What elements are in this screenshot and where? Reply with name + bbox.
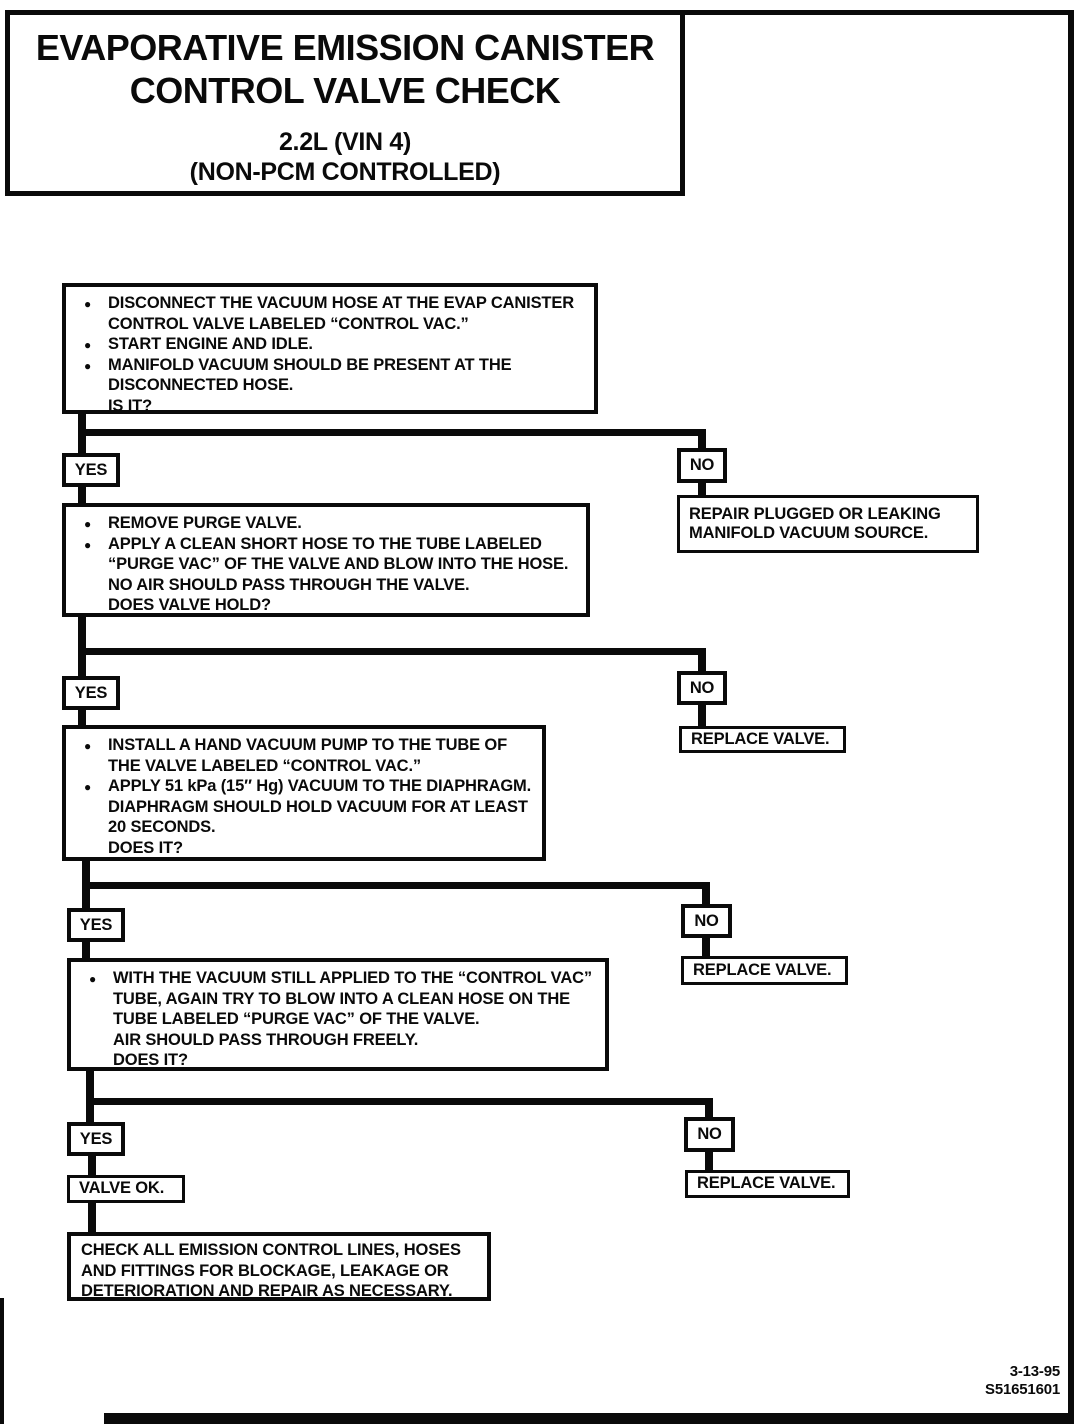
step1-box: DISCONNECT THE VACUUM HOSE AT THE EVAP C… — [62, 283, 598, 417]
step4-box: WITH THE VACUUM STILL APPLIED TO THE “CO… — [67, 958, 609, 1071]
no4-box: NO — [684, 1117, 735, 1152]
list-item: DISCONNECT THE VACUUM HOSE AT THE EVAP C… — [82, 293, 588, 334]
list-item: MANIFOLD VACUUM SHOULD BE PRESENT AT THE… — [82, 355, 588, 417]
connector-3-horizontal — [82, 882, 710, 889]
bullet-icon — [82, 293, 108, 334]
step1-bullet-3: MANIFOLD VACUUM SHOULD BE PRESENT AT THE… — [108, 355, 512, 415]
document-reference: 3-13-95 S51651601 — [985, 1363, 1060, 1398]
yes2-box: YES — [62, 676, 120, 710]
page-border-left — [0, 1298, 4, 1424]
list-item: REMOVE PURGE VALVE. — [82, 513, 580, 534]
replace-valve-box-2: REPLACE VALVE. — [681, 956, 848, 985]
connector-2-horizontal — [78, 648, 706, 655]
list-item: START ENGINE AND IDLE. — [82, 334, 588, 355]
list-item: WITH THE VACUUM STILL APPLIED TO THE “CO… — [87, 968, 599, 1071]
step3-box: INSTALL A HAND VACUUM PUMP TO THE TUBE O… — [62, 725, 546, 861]
step4-bullet-1: WITH THE VACUUM STILL APPLIED TO THE “CO… — [113, 969, 592, 1069]
bullet-icon — [82, 534, 108, 616]
valve-ok-box: VALVE OK. — [67, 1175, 185, 1203]
bullet-icon — [87, 968, 113, 1071]
list-item: APPLY 51 kPa (15″ Hg) VACUUM TO THE DIAP… — [82, 776, 536, 858]
list-item: INSTALL A HAND VACUUM PUMP TO THE TUBE O… — [82, 735, 536, 776]
bullet-icon — [82, 776, 108, 858]
yes1-box: YES — [62, 453, 120, 487]
step2-bullet-1: REMOVE PURGE VALVE. — [108, 514, 302, 532]
connector-4-no-vertical — [705, 1152, 713, 1170]
connector-3-right-vertical — [702, 882, 710, 904]
connector-2-left-vertical — [78, 615, 86, 676]
connector-3-yes-vertical — [82, 942, 90, 958]
connector-4-horizontal — [86, 1098, 713, 1105]
page-title: EVAPORATIVE EMISSION CANISTER CONTROL VA… — [35, 27, 655, 111]
connector-4-right-vertical — [705, 1098, 713, 1117]
connector-2-yes-vertical — [78, 710, 86, 725]
connector-3-no-vertical — [702, 938, 710, 956]
list-item: APPLY A CLEAN SHORT HOSE TO THE TUBE LAB… — [82, 534, 580, 616]
connector-4-yes-vertical — [88, 1156, 96, 1175]
step2-box: REMOVE PURGE VALVE. APPLY A CLEAN SHORT … — [62, 503, 590, 617]
repair-manifold-box: REPAIR PLUGGED OR LEAKING MANIFOLD VACUU… — [677, 495, 979, 553]
replace-valve-box-1: REPLACE VALVE. — [679, 726, 846, 753]
step3-bullet-2: APPLY 51 kPa (15″ Hg) VACUUM TO THE DIAP… — [108, 777, 532, 857]
no3-box: NO — [681, 904, 732, 938]
yes4-box: YES — [67, 1122, 125, 1156]
title-box: EVAPORATIVE EMISSION CANISTER CONTROL VA… — [5, 10, 685, 196]
yes3-box: YES — [67, 908, 125, 942]
page-border-right — [1068, 10, 1074, 1424]
page-subtitle: 2.2L (VIN 4) (NON-PCM CONTROLLED) — [189, 128, 501, 186]
step2-bullet-2: APPLY A CLEAN SHORT HOSE TO THE TUBE LAB… — [108, 534, 569, 615]
bullet-icon — [82, 355, 108, 417]
step1-bullet-2: START ENGINE AND IDLE. — [108, 335, 313, 353]
replace-valve-box-3: REPLACE VALVE. — [685, 1170, 850, 1198]
no1-box: NO — [677, 448, 727, 483]
connector-4-left-vertical — [86, 1069, 94, 1122]
bullet-icon — [82, 513, 108, 534]
connector-valve-ok-vertical — [88, 1203, 96, 1232]
connector-1-right-vertical — [698, 429, 706, 448]
connector-1-no-vertical — [698, 483, 706, 495]
connector-2-right-vertical — [698, 648, 706, 671]
step3-bullet-1: INSTALL A HAND VACUUM PUMP TO THE TUBE O… — [108, 736, 508, 775]
step1-bullet-1: DISCONNECT THE VACUUM HOSE AT THE EVAP C… — [108, 294, 574, 333]
connector-1-yes-vertical — [78, 487, 86, 503]
page-border-bottom — [104, 1413, 1074, 1424]
connector-1-horizontal — [78, 429, 706, 436]
no2-box: NO — [677, 671, 727, 705]
bullet-icon — [82, 735, 108, 776]
connector-2-no-vertical — [698, 705, 706, 726]
final-check-box: CHECK ALL EMISSION CONTROL LINES, HOSES … — [67, 1232, 491, 1301]
bullet-icon — [82, 334, 108, 355]
